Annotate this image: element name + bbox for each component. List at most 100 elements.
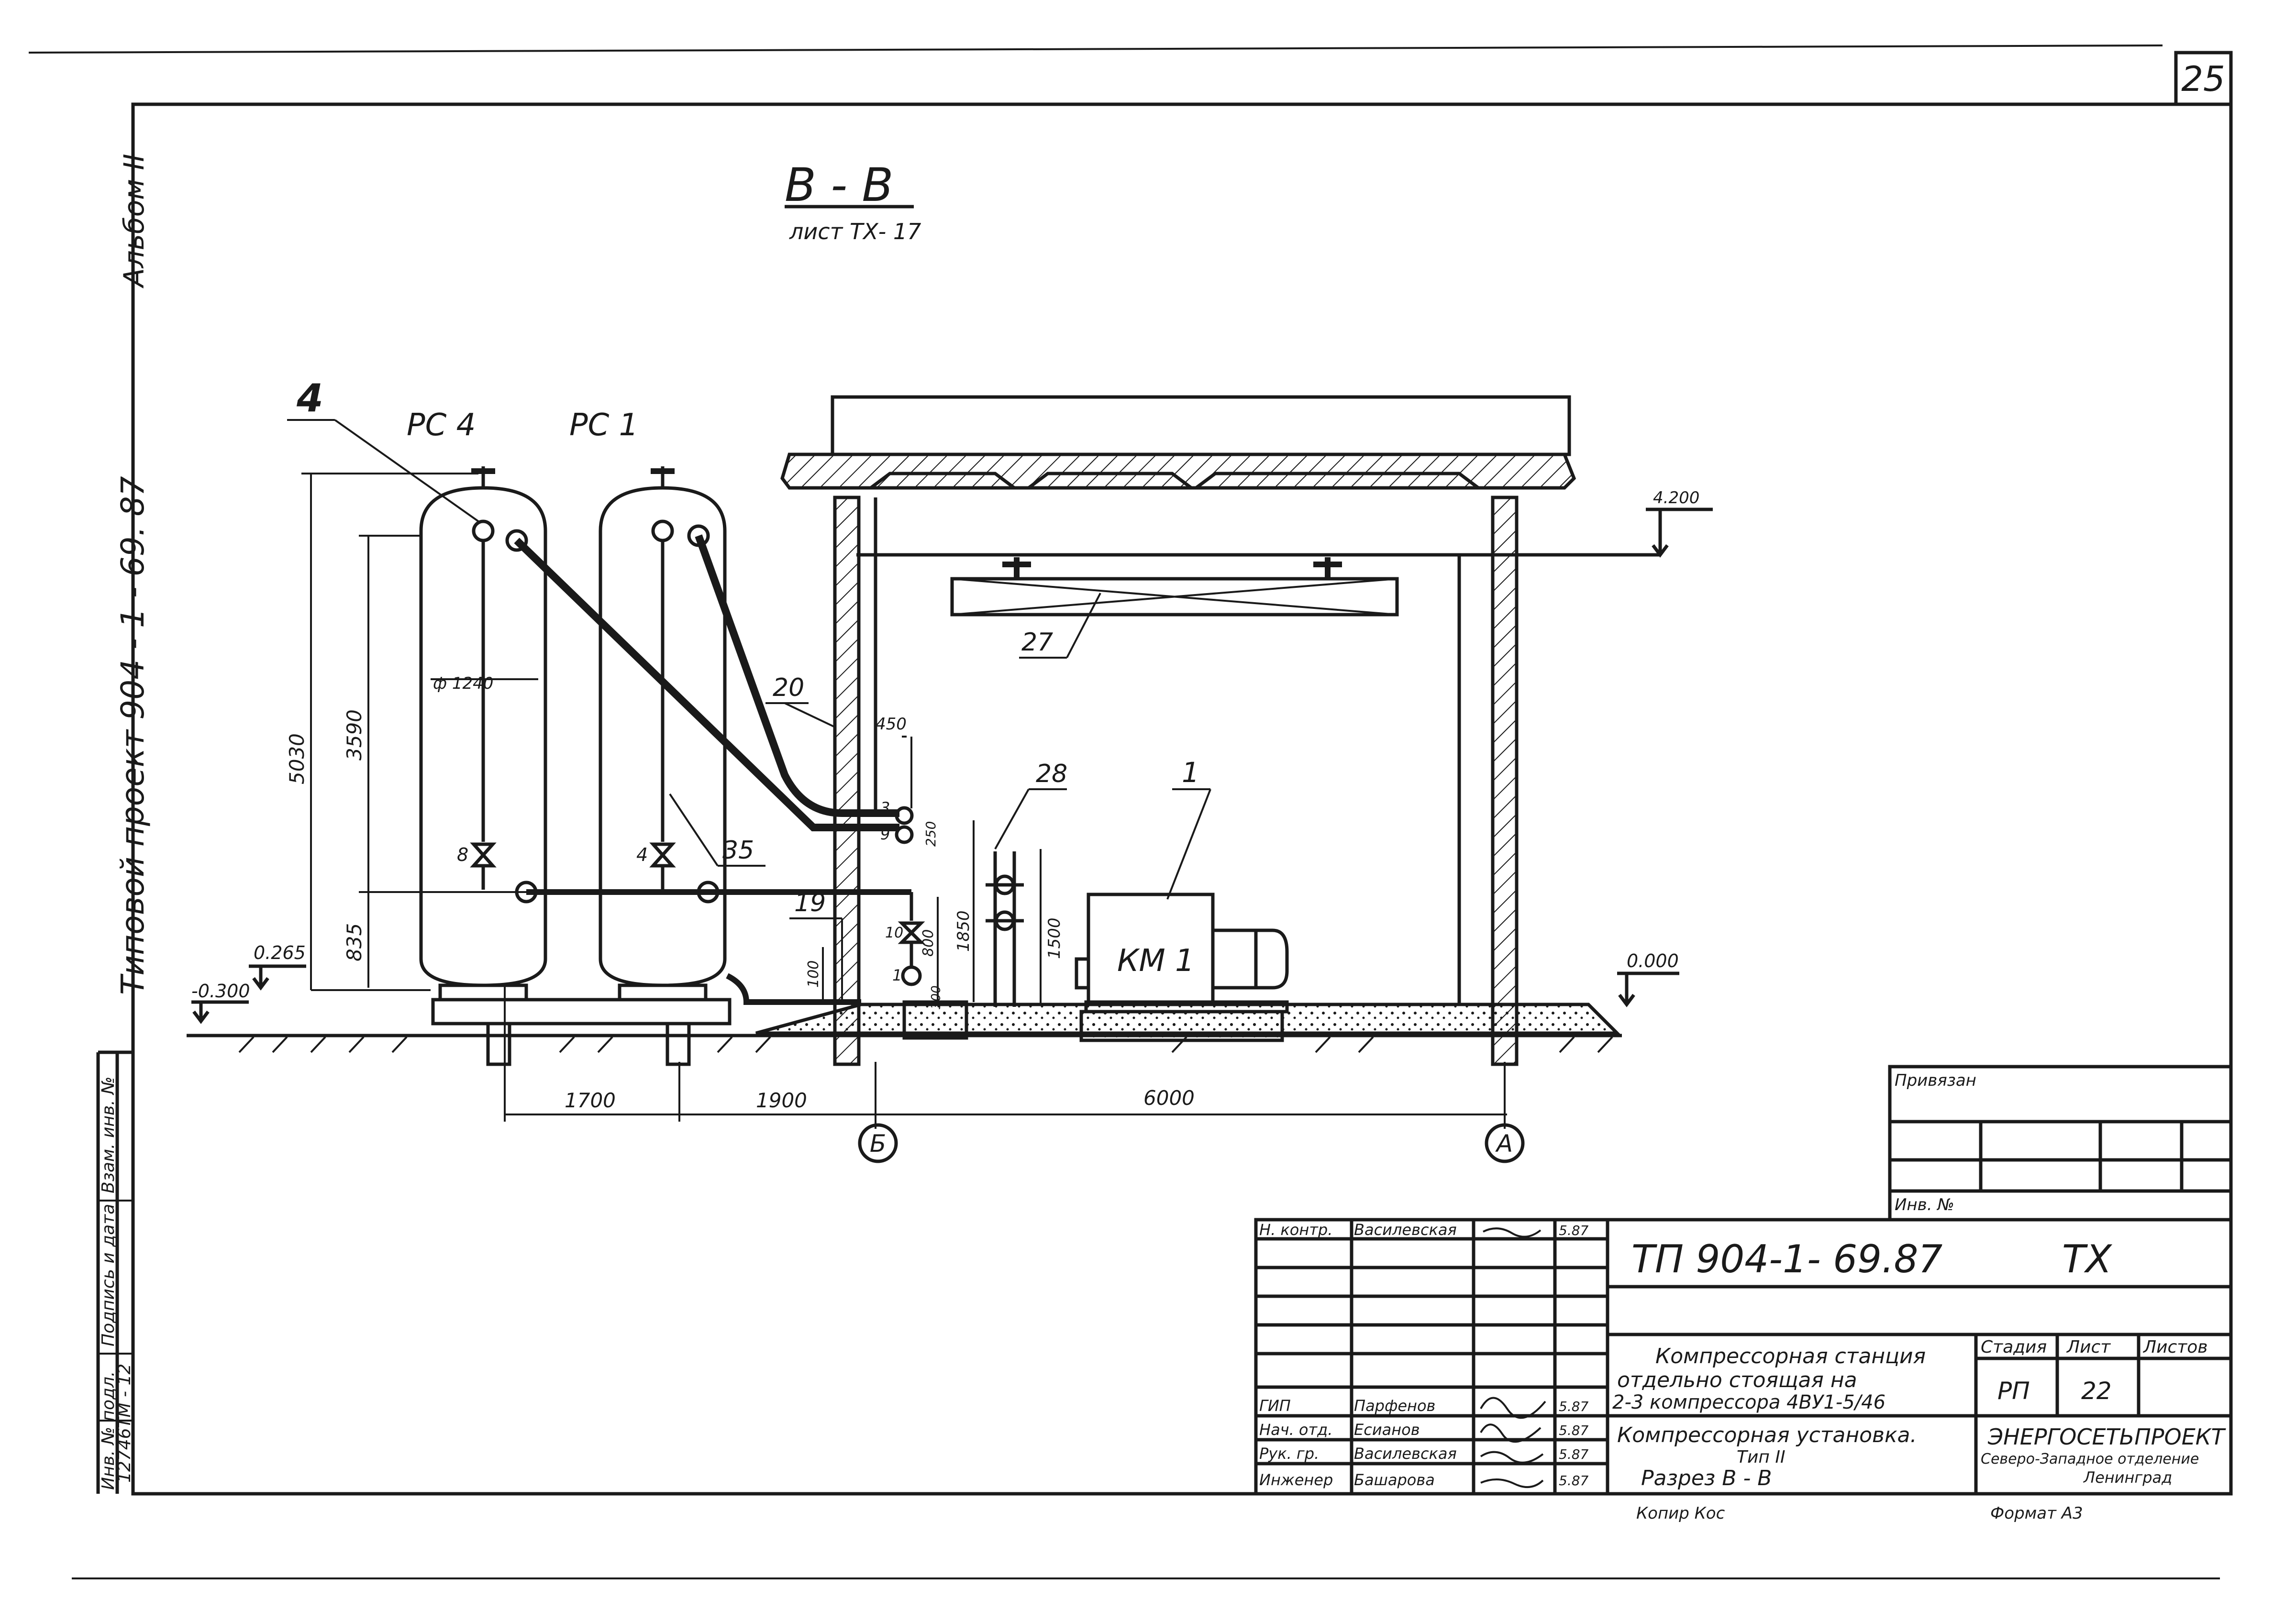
callout-20: 20 — [773, 673, 804, 702]
level-m0300: -0.300 — [191, 981, 250, 1002]
org-name: ЭНЕРГОСЕТЬПРОЕКТ — [1987, 1424, 2226, 1450]
dim-100: 100 — [805, 960, 822, 988]
project-label: Типовой проект 904 - 1 - 69. 87 — [114, 476, 151, 995]
role-2: Нач. отд. — [1259, 1421, 1332, 1439]
level-0265: 0.265 — [254, 942, 306, 963]
axis-b-label: Б — [870, 1130, 886, 1158]
side-binding — [96, 1050, 133, 1494]
org-branch: Северо-Западное отделение — [1981, 1451, 2199, 1467]
page-number: 25 — [2181, 59, 2225, 99]
date-3: 5.87 — [1559, 1446, 1589, 1462]
role-1: ГИП — [1259, 1397, 1291, 1415]
sheet-title-2: Тип II — [1737, 1447, 1786, 1467]
level-4200: 4.200 — [1653, 488, 1699, 507]
level-0000: 0.000 — [1627, 950, 1679, 971]
privyazan-label: Привязан — [1895, 1071, 1976, 1090]
section-title: В - В — [785, 158, 893, 212]
project-title-1: Компрессорная станция — [1655, 1344, 1926, 1368]
dim-1700: 1700 — [565, 1089, 616, 1112]
callout-27: 27 — [1021, 628, 1053, 657]
axis-a-label: А — [1495, 1130, 1513, 1158]
date-2: 5.87 — [1559, 1423, 1589, 1438]
compressor-label: КМ 1 — [1117, 943, 1195, 979]
name-1: Парфенов — [1354, 1397, 1435, 1415]
signature-3 — [1480, 1451, 1544, 1464]
valve-8-label: 8 — [457, 844, 468, 865]
project-title-3: 2-3 компрессора 4ВУ1-5/46 — [1612, 1391, 1886, 1413]
doc-mark: ТХ — [2062, 1237, 2113, 1281]
copied-label: Копир Кос — [1636, 1504, 1725, 1523]
dim-835: 835 — [343, 923, 366, 961]
dim-1500: 1500 — [1045, 917, 1064, 959]
album-label: Альбом II — [118, 154, 150, 289]
pipelines — [514, 534, 968, 1040]
receiver-rs4-label: РС 4 — [407, 408, 476, 443]
callout-1: 1 — [1182, 756, 1199, 789]
pipe-9-label: 9 — [880, 825, 890, 843]
axis-b-bubble — [858, 1123, 898, 1163]
role-3: Рук. гр. — [1259, 1445, 1319, 1463]
section-ref: лист ТХ- 17 — [789, 219, 921, 244]
date-0: 5.87 — [1559, 1223, 1589, 1238]
signature-0 — [1483, 1227, 1542, 1238]
role-4: Инженер — [1259, 1471, 1333, 1489]
inv-label-3: Взам. инв. № — [99, 1077, 118, 1193]
inv-value: 12746ТМ - 12 — [115, 1364, 134, 1483]
dim-250: 250 — [923, 821, 939, 847]
name-4: Башарова — [1354, 1471, 1435, 1489]
dim-diam: ф 1240 — [433, 674, 493, 693]
stage-value: РП — [1997, 1377, 2030, 1405]
axis-a-bubble — [1485, 1123, 1525, 1163]
crane-beam — [950, 557, 1399, 617]
sheet-title-3: Разрез В - В — [1641, 1466, 1772, 1490]
signature-4 — [1480, 1478, 1544, 1489]
receiver-rs4 — [419, 466, 547, 1066]
valve-4-label: 4 — [636, 844, 648, 865]
pipe-3-label: 3 — [880, 799, 890, 817]
sheet-value: 22 — [2081, 1377, 2112, 1405]
date-1: 5.87 — [1559, 1399, 1589, 1414]
dim-5030: 5030 — [285, 733, 309, 784]
callout-4: 4 — [296, 376, 323, 420]
col-stage: Стадия — [1981, 1337, 2047, 1357]
valve-10-label: 10 — [885, 925, 903, 941]
date-4: 5.87 — [1559, 1473, 1589, 1489]
name-3: Василевская — [1354, 1445, 1457, 1463]
inv-label-1: Инв. № подл. — [99, 1371, 118, 1490]
inv-no-label: Инв. № — [1895, 1195, 1954, 1214]
signature-2 — [1480, 1423, 1542, 1443]
col-sheets: Листов — [2142, 1337, 2207, 1357]
project-title-2: отдельно стоящая на — [1617, 1368, 1857, 1392]
dim-800: 800 — [920, 929, 937, 957]
dim-6000: 6000 — [1143, 1086, 1195, 1110]
shelter — [780, 395, 1576, 1066]
sheet-frame — [28, 44, 2233, 1579]
pipe-1-label: 1 — [892, 966, 902, 984]
sheet-title-1: Компрессорная установка. — [1617, 1423, 1917, 1447]
name-2: Есианов — [1354, 1421, 1420, 1439]
inv-label-2: Подпись и дата — [99, 1204, 118, 1346]
title-block-grid — [1254, 1065, 2233, 1496]
dim-1900: 1900 — [756, 1089, 807, 1112]
format-label: Формат А3 — [1990, 1504, 2083, 1523]
leaders — [287, 419, 1211, 1000]
callout-19: 19 — [794, 889, 826, 917]
compressor — [1075, 893, 1289, 1042]
callout-28: 28 — [1036, 760, 1067, 788]
col-sheet: Лист — [2066, 1337, 2111, 1357]
dim-300: 300 — [929, 985, 943, 1009]
bracket — [986, 851, 1024, 1007]
role-0: Н. контр. — [1259, 1221, 1332, 1239]
name-0: Василевская — [1354, 1221, 1457, 1239]
doc-code: ТП 904-1- 69.87 — [1631, 1237, 1942, 1281]
dim-3590: 3590 — [343, 709, 366, 761]
callout-35: 35 — [722, 836, 754, 865]
receiver-base — [431, 998, 732, 1026]
level-marks — [191, 507, 1713, 1024]
signature-1 — [1480, 1397, 1546, 1419]
receiver-rs1-label: РС 1 — [569, 408, 638, 443]
org-city: Ленинград — [2083, 1468, 2172, 1487]
dimension-lines — [301, 473, 1507, 1129]
dim-1850: 1850 — [954, 910, 973, 952]
